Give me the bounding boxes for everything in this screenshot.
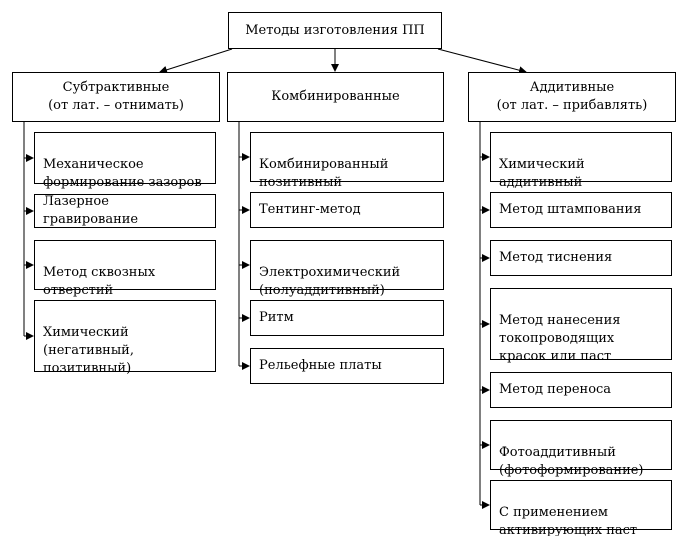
method-label: С применением активирующих паст xyxy=(499,505,638,536)
method-box: Метод тиснения xyxy=(490,240,672,276)
category-combined: Комбинированные xyxy=(227,72,444,122)
method-label: Химический аддитивный xyxy=(499,157,585,190)
method-box: Комбинированный позитивный xyxy=(250,132,444,190)
category-subtractive: Субтрактивные (от лат. – отнимать) xyxy=(12,72,220,122)
method-box: Химический (негативный, позитивный) xyxy=(34,300,216,376)
method-box: Фотоаддитивный (фотоформирование) xyxy=(490,420,672,478)
method-box: С применением активирующих паст xyxy=(490,480,672,536)
method-box: Метод штампования xyxy=(490,192,672,228)
method-label: Комбинированный позитивный xyxy=(259,157,389,190)
method-label: Метод переноса xyxy=(499,382,612,397)
category-additive-label: Аддитивные (от лат. – прибавлять) xyxy=(496,80,648,113)
method-label: Рельефные платы xyxy=(259,358,382,373)
method-label: Тентинг-метод xyxy=(259,202,361,217)
method-box: Электрохимический (полуаддитивный) xyxy=(250,240,444,298)
method-label: Механическое формирование зазоров xyxy=(43,157,202,190)
method-label: Метод сквозных отверстий xyxy=(43,265,156,298)
method-label: Метод тиснения xyxy=(499,250,613,265)
category-additive: Аддитивные (от лат. – прибавлять) xyxy=(468,72,676,122)
method-label: Метод штампования xyxy=(499,202,642,217)
root-box: Методы изготовления ПП xyxy=(228,12,442,49)
method-box: Метод сквозных отверстий xyxy=(34,240,216,298)
method-label: Метод нанесения токопроводящих красок ил… xyxy=(499,313,621,364)
method-box: Метод переноса xyxy=(490,372,672,408)
method-label: Фотоаддитивный (фотоформирование) xyxy=(499,445,644,478)
category-combined-label: Комбинированные xyxy=(271,89,400,104)
method-label: Ритм xyxy=(259,310,294,325)
arrow-root-to-additive xyxy=(437,48,527,75)
method-label: Химический (негативный, позитивный) xyxy=(43,325,134,376)
method-box: Химический аддитивный xyxy=(490,132,672,190)
method-box: Рельефные платы xyxy=(250,348,444,384)
method-label: Электрохимический (полуаддитивный) xyxy=(259,265,401,298)
method-box: Механическое формирование зазоров xyxy=(34,132,216,190)
method-box: Ритм xyxy=(250,300,444,336)
method-box: Лазерное гравирование xyxy=(34,194,216,228)
arrow-root-to-subtractive xyxy=(159,48,233,74)
root-label: Методы изготовления ПП xyxy=(245,22,425,38)
method-box: Метод нанесения токопроводящих красок ил… xyxy=(490,288,672,364)
category-subtractive-label: Субтрактивные (от лат. – отнимать) xyxy=(48,80,184,113)
method-label: Лазерное гравирование xyxy=(43,194,139,227)
method-box: Тентинг-метод xyxy=(250,192,444,228)
